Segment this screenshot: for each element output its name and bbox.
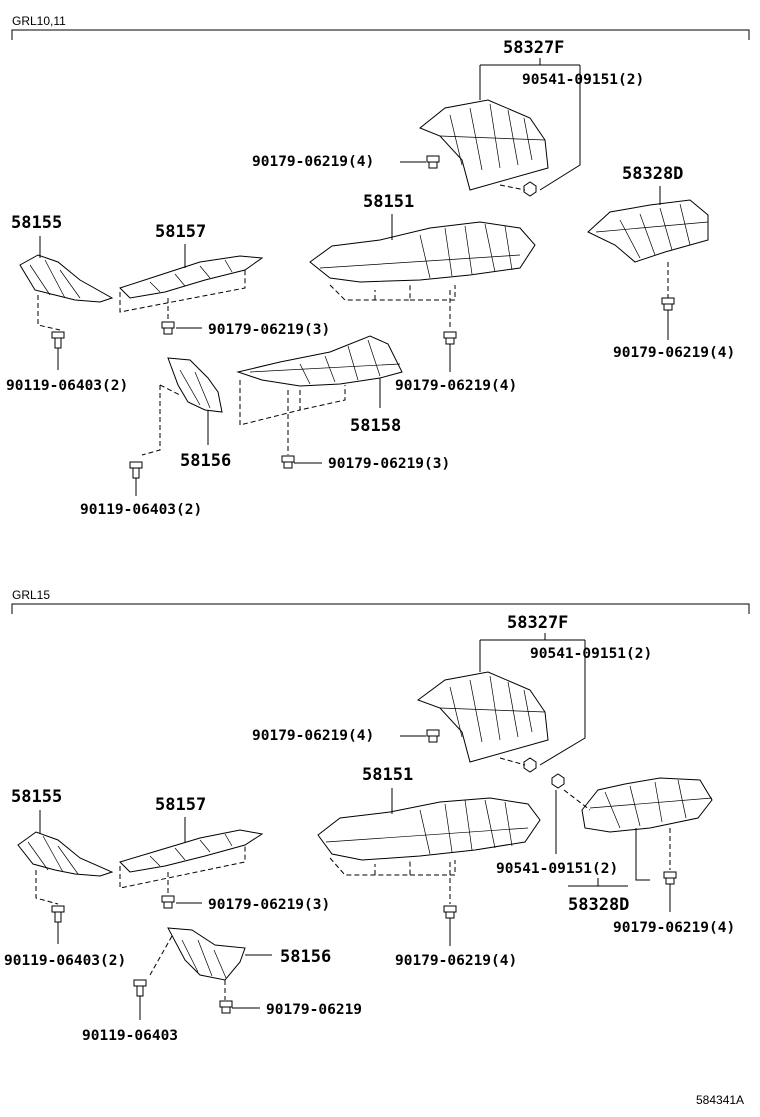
nut-58151 (443, 331, 457, 345)
label-58151: 58151 (362, 765, 413, 785)
label-90179-06219-3-bottom: 90179-06219(3) (328, 456, 450, 472)
label-58157: 58157 (155, 795, 206, 815)
label-90541-09151-top: 90541-09151(2) (530, 646, 652, 662)
section-grl15: GRL15 58327F 90541-09151(2) 90179-06219(… (4, 588, 750, 1044)
heat-insulator-58327f (419, 99, 549, 191)
label-58156: 58156 (280, 947, 331, 967)
nut-90541-lower (551, 773, 565, 789)
bolt-58156 (133, 979, 147, 997)
nut-58157 (161, 321, 175, 335)
heat-insulator-58157 (119, 255, 264, 299)
heat-insulator-58327f (416, 671, 549, 763)
section-bracket (11, 603, 750, 614)
label-58157: 58157 (155, 222, 206, 242)
label-58328d: 58328D (568, 895, 629, 915)
bolt-58156 (129, 461, 143, 479)
nut-58328d (661, 297, 675, 311)
bolt-58155 (51, 905, 65, 923)
label-90541-09151-lower: 90541-09151(2) (496, 861, 618, 877)
heat-insulator-58156 (167, 927, 246, 981)
leader-90541 (539, 65, 581, 191)
label-90119-06403-2-left: 90119-06403(2) (4, 953, 126, 969)
label-58158: 58158 (350, 416, 401, 436)
label-90179-06219-4-mid: 90179-06219(4) (395, 378, 517, 394)
label-58156: 58156 (180, 451, 231, 471)
label-90119-06403-2-bottom: 90119-06403(2) (80, 502, 202, 518)
label-58151: 58151 (363, 192, 414, 212)
label-58328d: 58328D (622, 164, 683, 184)
heat-insulator-58158 (236, 335, 403, 387)
label-90119-06403-single: 90119-06403 (82, 1028, 178, 1044)
nut-58158 (281, 455, 295, 469)
section-label-grl10-11: GRL10,11 (12, 14, 66, 28)
nut-90541-top (523, 757, 537, 773)
nut-58151 (443, 905, 457, 919)
nut-90179-top (426, 155, 440, 169)
label-90179-06219-4-right: 90179-06219(4) (613, 920, 735, 936)
heat-insulator-58155 (17, 831, 114, 877)
label-90179-06219-4-right: 90179-06219(4) (613, 345, 735, 361)
figure-code: 584341A (696, 1093, 744, 1107)
leader-58327f (479, 58, 580, 100)
heat-insulator-58328d (587, 199, 709, 263)
label-58155: 58155 (11, 787, 62, 807)
label-90541-09151: 90541-09151(2) (522, 72, 644, 88)
section-bracket (11, 29, 750, 40)
heat-insulator-58328d (581, 777, 713, 833)
label-58155: 58155 (11, 213, 62, 233)
section-grl10-11: GRL10,11 58327F 90541-09151(2) 90179-062… (6, 14, 750, 518)
heat-insulator-58151 (317, 797, 541, 861)
nut-90179-top (426, 729, 440, 743)
heat-insulator-58155 (19, 254, 114, 303)
label-90179-06219-3-top: 90179-06219(3) (208, 322, 330, 338)
nut-58156 (219, 1000, 233, 1014)
label-90179-06219-4-mid: 90179-06219(4) (395, 953, 517, 969)
nut-58157 (161, 895, 175, 909)
label-90179-06219-4-top: 90179-06219(4) (252, 728, 374, 744)
section-label-grl15: GRL15 (12, 588, 50, 602)
label-90179-06219-4-top: 90179-06219(4) (252, 154, 374, 170)
label-90179-06219-3: 90179-06219(3) (208, 897, 330, 913)
nut-90541 (523, 181, 537, 197)
label-90179-06219-single: 90179-06219 (266, 1002, 362, 1018)
heat-insulator-58156 (167, 357, 223, 413)
nut-58328d (663, 871, 677, 885)
label-90119-06403-2-left: 90119-06403(2) (6, 378, 128, 394)
bolt-58155 (51, 331, 65, 349)
label-58327f: 58327F (503, 38, 564, 58)
heat-insulator-58157 (119, 829, 264, 873)
heat-insulator-58151 (309, 221, 536, 283)
label-58327f: 58327F (507, 613, 568, 633)
